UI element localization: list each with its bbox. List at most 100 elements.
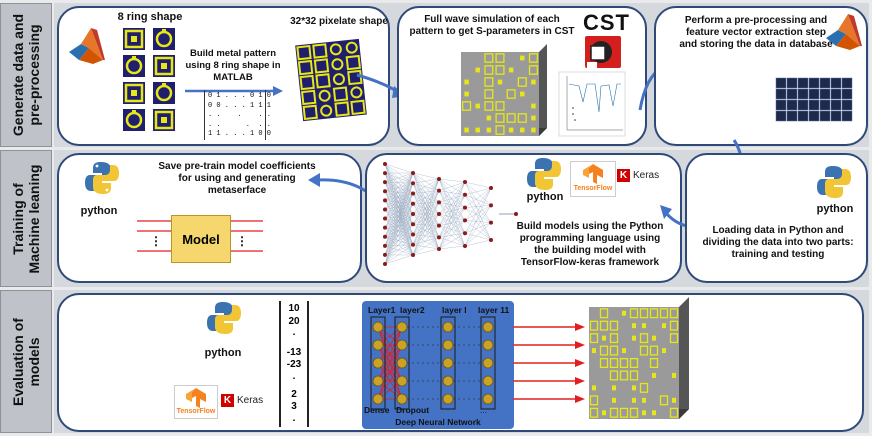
pattern-pixel xyxy=(662,323,666,329)
dnn-layer-box xyxy=(370,316,386,410)
database-thumbnail xyxy=(797,88,809,100)
sidebar-row3: Evaluation of models xyxy=(0,290,52,433)
output-arrow-head xyxy=(575,341,585,349)
dnn-graph xyxy=(370,316,496,410)
nn-edge xyxy=(464,194,492,223)
ring-center xyxy=(132,110,136,114)
nn-edge xyxy=(412,178,440,184)
dnn-node xyxy=(442,357,454,369)
nn-edge xyxy=(384,218,414,235)
box-evaluation: python TensorFlow K Keras 10 20 . -13 -2… xyxy=(57,293,864,432)
pattern-pixel xyxy=(672,397,676,403)
nn-edge xyxy=(412,190,440,235)
box-build-models: python TensorFlow K Keras Build models u… xyxy=(365,153,682,283)
nn-edge xyxy=(384,183,414,192)
keras-k-icon: K xyxy=(221,394,234,407)
nn-edge xyxy=(384,203,414,237)
nn-edge xyxy=(412,237,440,256)
pattern-pixel xyxy=(497,79,503,85)
pattern-ring xyxy=(609,345,619,356)
nn-edge xyxy=(464,187,492,234)
pixel-ring xyxy=(301,89,317,106)
database-thumbnails xyxy=(775,77,853,122)
pattern-ring xyxy=(619,370,629,381)
nn-edge xyxy=(464,207,492,241)
nn-edge xyxy=(438,194,466,215)
pixel-ring xyxy=(315,73,331,89)
nn-edge xyxy=(384,182,414,235)
pattern-ring xyxy=(649,308,659,319)
nn-edge xyxy=(412,183,440,226)
pattern-pixel xyxy=(672,372,676,378)
keras-k-icon: K xyxy=(617,169,630,182)
pattern-pixel xyxy=(632,335,636,341)
nn-edge xyxy=(384,236,414,256)
nn-edge xyxy=(412,213,440,238)
nn-edge xyxy=(464,187,492,247)
matrix-row: . . . . . xyxy=(208,120,272,129)
database-thumbnail xyxy=(775,110,787,122)
pattern-pixel xyxy=(622,310,626,316)
pixel-ring xyxy=(331,58,344,71)
nn-edge xyxy=(412,213,440,250)
nn-edge xyxy=(438,190,466,247)
database-thumbnail xyxy=(819,110,831,122)
nn-edge xyxy=(412,213,440,235)
nn-edge xyxy=(412,183,440,238)
ring-shape xyxy=(124,83,144,103)
nn-edge xyxy=(384,218,414,225)
nn-edge xyxy=(438,213,466,247)
nn-edge xyxy=(438,181,466,191)
pattern-ring xyxy=(495,125,505,135)
pattern-ring xyxy=(659,308,669,319)
ellipsis-label: ... xyxy=(480,405,488,415)
database-thumbnail xyxy=(830,88,842,100)
pixel-ring xyxy=(320,104,333,117)
nn-edge xyxy=(384,203,414,255)
nn-edge xyxy=(438,194,466,203)
database-thumbnail xyxy=(830,110,842,122)
pattern-pixel xyxy=(464,91,469,97)
dnn-node xyxy=(372,339,384,351)
nn-edge xyxy=(412,190,440,194)
python-label: python xyxy=(204,347,242,359)
nn-edge xyxy=(384,193,414,228)
nn-edge xyxy=(438,220,466,226)
nn-node xyxy=(437,223,441,228)
nn-edge xyxy=(384,182,414,245)
box-load-data: python Loading data in Python and dividi… xyxy=(685,153,868,283)
nn-node xyxy=(383,171,387,176)
nn-edge xyxy=(464,220,492,241)
nn-edge xyxy=(438,233,466,238)
pattern-ring xyxy=(609,370,619,381)
nn-edge xyxy=(384,172,414,219)
nn-edge xyxy=(438,237,466,247)
nn-edge xyxy=(384,224,414,256)
pattern-ring xyxy=(589,320,599,331)
nn-edge xyxy=(384,163,414,174)
nn-edge xyxy=(384,172,414,265)
pattern-pixel xyxy=(508,67,514,73)
vector-value: -13 xyxy=(286,347,302,358)
nn-edge xyxy=(384,213,414,228)
nn-edge xyxy=(438,190,466,221)
nn-node xyxy=(383,252,387,257)
nn-edge xyxy=(438,194,466,250)
pattern-ring xyxy=(649,345,659,356)
pattern-ring xyxy=(609,320,619,331)
pixel-ring xyxy=(299,74,315,91)
matrix-row: 0 1 . . . 0 1 0 xyxy=(208,92,272,100)
vector-value: -23 xyxy=(286,359,302,370)
pixel-background xyxy=(295,38,367,122)
nn-edge xyxy=(384,209,414,245)
nn-edge xyxy=(412,213,440,256)
nn-edge xyxy=(438,178,466,221)
nn-edge xyxy=(438,181,466,238)
nn-node xyxy=(411,242,415,247)
nn-edge xyxy=(384,213,414,219)
pattern-ring xyxy=(599,357,609,369)
dnn-node xyxy=(396,339,408,351)
sidebar-row2: Training of Machine leaning xyxy=(0,150,52,287)
nn-node xyxy=(437,212,441,216)
pattern-pixel xyxy=(642,397,646,403)
